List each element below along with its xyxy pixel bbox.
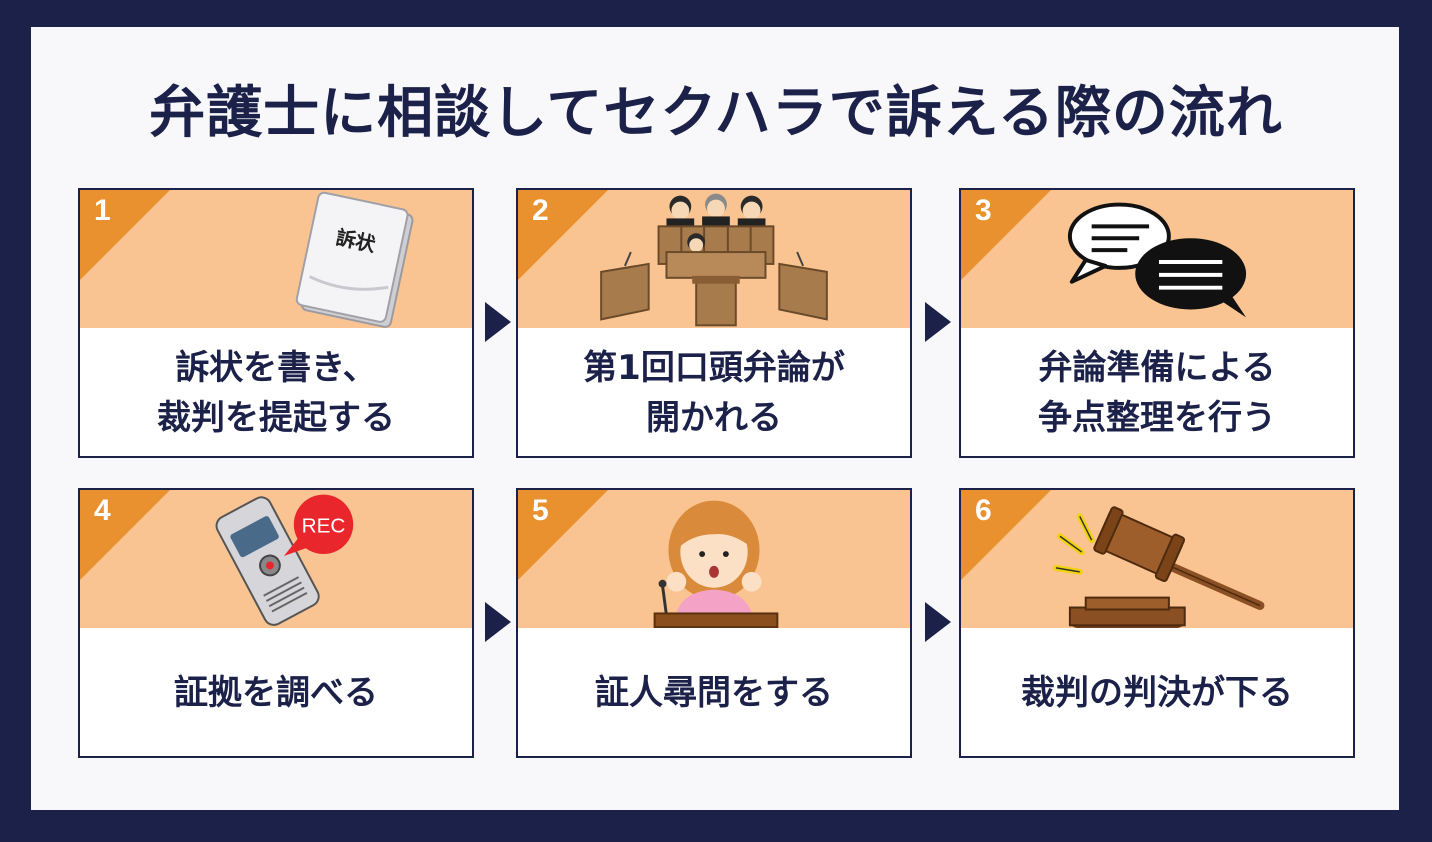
step-card-2: 2 第1回口頭弁論が 開かれる	[516, 188, 912, 458]
step-card-5: 5 証人尋問をする	[516, 488, 912, 758]
arrow-right-icon	[485, 602, 511, 642]
speech-bubbles-icon	[1067, 202, 1247, 318]
step-label: 弁論準備による 争点整理を行う	[1038, 348, 1276, 438]
document-icon: 訴状	[295, 191, 414, 328]
step-label: 第1回口頭弁論が 開かれる	[583, 348, 845, 438]
arrow-right-icon	[485, 302, 511, 342]
step-label: 証拠を調べる	[174, 673, 378, 713]
courtroom-icon	[600, 193, 828, 327]
step-number: 4	[94, 494, 111, 527]
step-number: 1	[94, 194, 111, 227]
step-number: 6	[975, 494, 992, 527]
rec-badge: REC	[302, 514, 346, 537]
step-label: 証人尋問をする	[595, 673, 833, 713]
gavel-icon	[1053, 506, 1265, 628]
arrow-right-icon	[925, 302, 951, 342]
step-label: 裁判の判決が下る	[1021, 673, 1293, 713]
page-title: 弁護士に相談してセクハラで訴える際の流れ	[149, 81, 1283, 146]
step-card-1: 訴状 1 訴状を書き、 裁判を提起する	[78, 188, 474, 458]
step-card-3: 3 弁論準備による 争点整理を行う	[959, 188, 1355, 458]
step-label: 訴状を書き、 裁判を提起する	[157, 348, 395, 438]
step-number: 5	[532, 494, 549, 527]
arrow-right-icon	[925, 602, 951, 642]
step-card-4: REC 4 証拠を調べる	[78, 488, 474, 758]
step-card-6: 6 裁判の判決が下る	[959, 488, 1355, 758]
step-number: 2	[532, 194, 549, 227]
step-number: 3	[975, 194, 992, 227]
voice-recorder-icon: REC	[215, 494, 354, 626]
witness-icon	[653, 500, 779, 628]
